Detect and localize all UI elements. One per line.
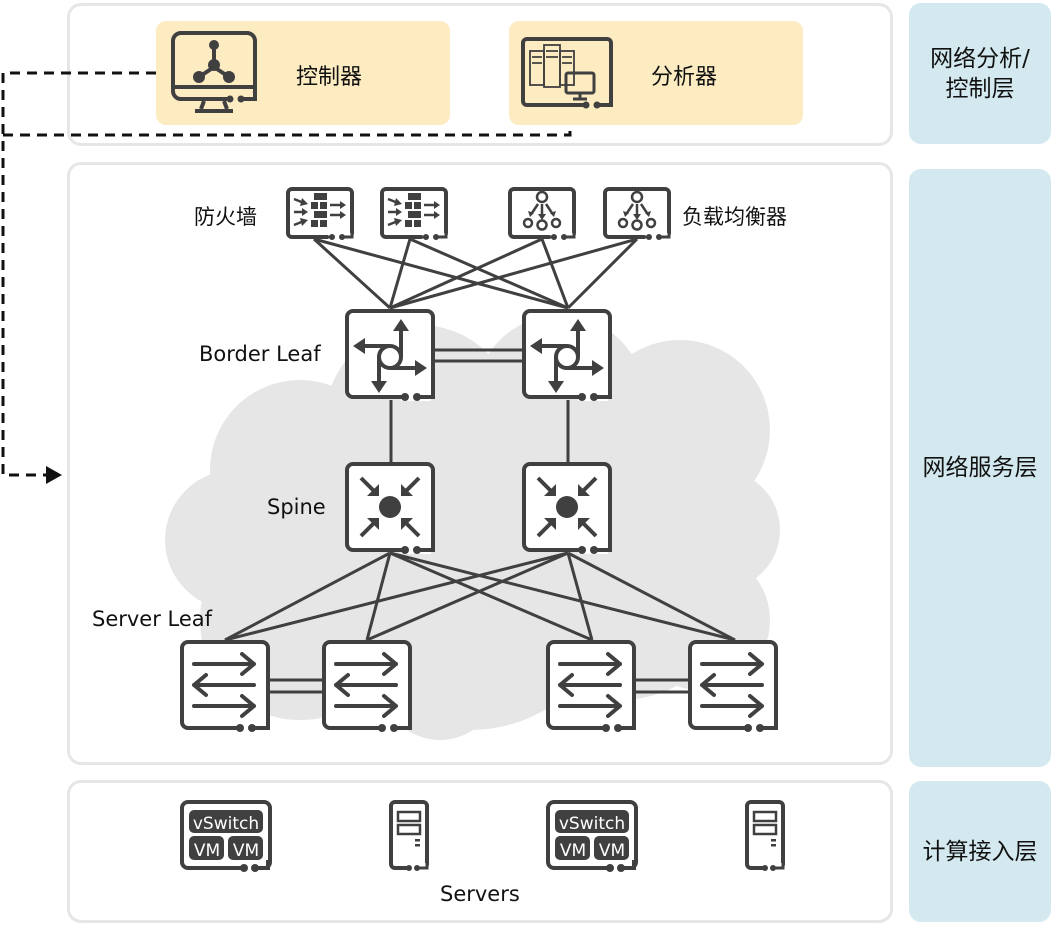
vm-label: VM (560, 841, 586, 861)
layer-label-compute-access: 计算接入层 (909, 781, 1051, 922)
arrow-head-icon (46, 466, 62, 484)
analyzer-icon (521, 37, 613, 109)
firewall-2[interactable] (380, 187, 448, 243)
controller-label: 控制器 (296, 65, 363, 90)
spine-label: Spine (267, 495, 326, 519)
server-leaf-peer-links (270, 678, 688, 694)
tower-server-2[interactable] (745, 800, 785, 873)
analyzer-label: 分析器 (651, 65, 718, 90)
firewall-1[interactable] (286, 187, 354, 243)
server-leaf-4[interactable] (688, 640, 778, 734)
spine-1[interactable] (345, 462, 435, 556)
vswitch-label: vSwitch (193, 814, 259, 834)
vm-label: VM (233, 841, 259, 861)
servers-label: Servers (440, 882, 520, 906)
management-dashed-link (1, 71, 572, 477)
controller-icon (171, 31, 257, 113)
layer-label-network-service: 网络服务层 (909, 169, 1051, 767)
border-leaf-1[interactable] (345, 309, 435, 403)
load-balancer-2[interactable] (603, 187, 671, 243)
vswitch-server-1[interactable] (180, 800, 272, 874)
server-leaf-3[interactable] (546, 640, 636, 734)
border-leaf-2[interactable] (522, 309, 612, 403)
server-leaf-label: Server Leaf (92, 607, 213, 631)
vswitch-label: vSwitch (559, 814, 625, 834)
load-balancer-1[interactable] (508, 187, 576, 243)
spine-leaf-links (224, 551, 736, 642)
load-balancer-label: 负载均衡器 (682, 205, 787, 229)
tower-server-1[interactable] (389, 800, 429, 873)
server-leaf-1[interactable] (180, 640, 270, 734)
firewall-label: 防火墙 (194, 205, 257, 229)
border-leaf-peer-link (435, 348, 523, 363)
vswitch-server-2[interactable] (546, 800, 638, 874)
border-leaf-label: Border Leaf (199, 342, 321, 366)
border-spine-links (389, 400, 570, 462)
vm-label: VM (599, 841, 625, 861)
layer-label-analysis-control: 网络分析/ 控制层 (909, 3, 1051, 144)
server-leaf-2[interactable] (322, 640, 412, 734)
service-links (312, 237, 639, 310)
spine-2[interactable] (522, 462, 612, 556)
vm-label: VM (194, 841, 220, 861)
